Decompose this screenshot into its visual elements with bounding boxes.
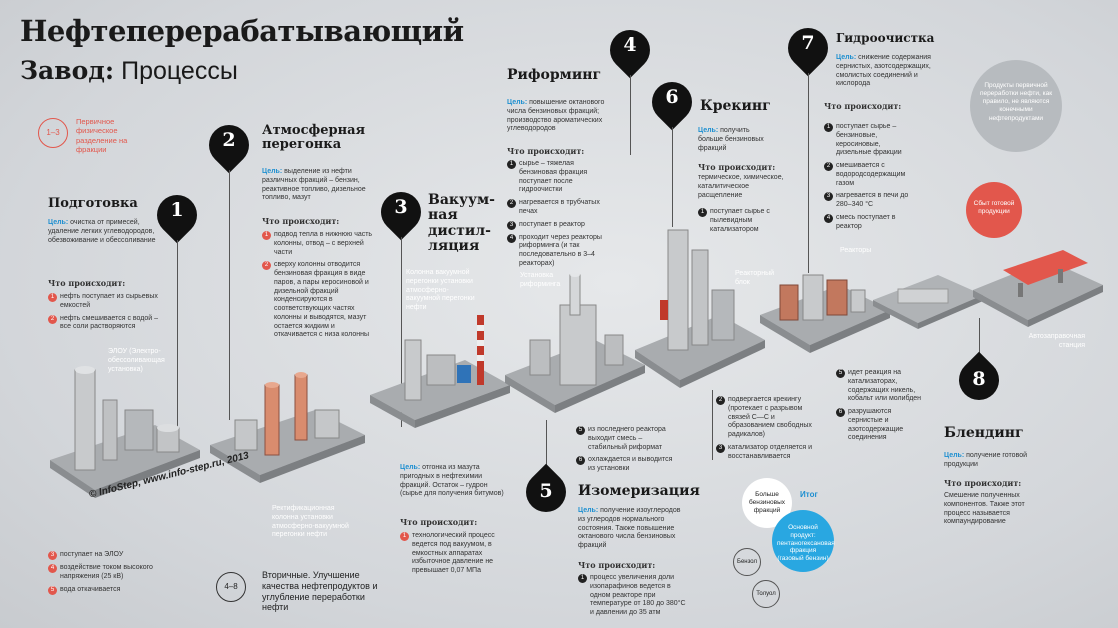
secondary-badge-text: Вторичные. Улучшение качества нефтепроду… bbox=[262, 570, 378, 613]
stage-1-goal: Цель: очистка от примесей, удаление легк… bbox=[48, 219, 156, 244]
stage-6-stem-2 bbox=[712, 390, 713, 460]
stage-5-stem bbox=[546, 420, 547, 470]
stage-3-goal: Цель: отгонка из мазута пригодных в нефт… bbox=[400, 464, 504, 498]
stage-5-what-happens: Что происходит: bbox=[578, 560, 656, 570]
stage-5-number: 5 bbox=[539, 480, 553, 502]
stage-4-goal: Цель: повышение октанового числа бензино… bbox=[507, 99, 605, 133]
stage-4-plant-label: Установка риформинга bbox=[520, 272, 561, 288]
stage-8-what-happens: Что происходит: bbox=[944, 478, 1022, 488]
cracking-plant-illustration bbox=[635, 229, 765, 388]
stage-1-title: Подготовка bbox=[48, 196, 138, 211]
stage-7-plant-label: Реакторы bbox=[840, 247, 872, 254]
stage-6-title: Крекинг bbox=[700, 98, 771, 114]
stage-8-goal: Цель: получение готовой продукции bbox=[944, 452, 1028, 468]
stage-2-stem bbox=[229, 170, 230, 420]
elou-plant-illustration bbox=[50, 366, 200, 498]
stage-1-number: 1 bbox=[170, 199, 184, 221]
benzene-bubble: Бензол bbox=[733, 548, 761, 576]
stage-3-number: 3 bbox=[394, 196, 408, 218]
vacuum-plant-illustration bbox=[370, 315, 510, 428]
stage-6-stem bbox=[672, 127, 673, 227]
primary-range-badge: 1–3 bbox=[38, 118, 68, 148]
stage-2-title: Атмосферная перегонка bbox=[262, 123, 366, 153]
stage-8-title: Блендинг bbox=[944, 425, 1024, 441]
result-label: Итог bbox=[800, 490, 818, 499]
blending-plant-illustration bbox=[873, 275, 983, 329]
stage-7-what-happens: Что происходит: bbox=[824, 101, 902, 111]
page-title: Нефтеперерабатывающий bbox=[20, 14, 464, 48]
stage-6-number: 6 bbox=[665, 86, 679, 108]
stage-6-intro: термическое, химическое, каталитическое … bbox=[698, 174, 784, 199]
stage-4-number: 4 bbox=[623, 34, 637, 56]
stage-8-steps: Смешение полученных компонентов. Также э… bbox=[944, 492, 1025, 526]
atmospheric-plant-illustration bbox=[210, 372, 365, 483]
primary-badge-text: Первичное физическое разделение на фракц… bbox=[76, 117, 128, 155]
stage-2-plant-label: Ректификационная колонна установки атмос… bbox=[272, 505, 349, 539]
stage-8-plant-label: Автозаправочная станция bbox=[1028, 333, 1085, 349]
stage-7-goal: Цель: снижение содержания сернистых, азо… bbox=[836, 54, 931, 88]
stage-1-stem bbox=[177, 240, 178, 430]
stage-5-title: Изомеризация bbox=[578, 483, 700, 499]
stage-7-title: Гидроочистка bbox=[836, 31, 935, 45]
secondary-range-badge: 4–8 bbox=[216, 572, 246, 602]
main-product-bubble: Основной продукт: пентаногексановая фрак… bbox=[772, 510, 835, 572]
stage-4-stem bbox=[630, 75, 631, 155]
stage-2-number: 2 bbox=[222, 129, 236, 151]
toluene-bubble: Толуол bbox=[752, 580, 780, 608]
hydrotreating-plant-illustration bbox=[760, 274, 890, 353]
stage-7-number: 7 bbox=[801, 32, 815, 54]
stage-4-what-happens: Что происходит: bbox=[507, 146, 585, 156]
stage-1-plant-label: ЭЛОУ (Электро-обессоливающая установка) bbox=[108, 348, 165, 373]
stage-3-what-happens: Что происходит: bbox=[400, 517, 478, 527]
stage-2-goal: Цель: выделение из нефти различных фракц… bbox=[262, 168, 366, 202]
stage-6-plant-label: Реакторный блок bbox=[735, 270, 775, 286]
stage-6-what-happens: Что происходит: bbox=[698, 162, 776, 172]
stage-7-stem bbox=[808, 73, 809, 273]
stage-1-what-happens: Что происходит: bbox=[48, 278, 126, 288]
gas-station-illustration bbox=[973, 250, 1103, 327]
sales-badge: Сбыт готовой продукции bbox=[966, 182, 1022, 238]
stage-8-number: 8 bbox=[972, 368, 986, 390]
stage-3-plant-label: Колонна вакуумной перегонки установки ат… bbox=[406, 269, 475, 311]
stage-3-title: Вакуум-ная дистил-ляция bbox=[428, 192, 495, 255]
page-subtitle: Завод: Процессы bbox=[20, 56, 238, 85]
stage-6-goal: Цель: получить больше бензиновых фракций bbox=[698, 127, 764, 152]
stage-3-stem bbox=[401, 237, 402, 427]
secondary-note-bubble: Продукты первичной переработки нефти, ка… bbox=[970, 60, 1062, 152]
stage-8-stem bbox=[979, 318, 980, 356]
stage-2-what-happens: Что происходит: bbox=[262, 216, 340, 226]
stage-4-title: Риформинг bbox=[507, 67, 602, 83]
stage-5-goal: Цель: получение изоуглеродов из углеродо… bbox=[578, 507, 681, 549]
reforming-plant-illustration bbox=[505, 273, 645, 413]
